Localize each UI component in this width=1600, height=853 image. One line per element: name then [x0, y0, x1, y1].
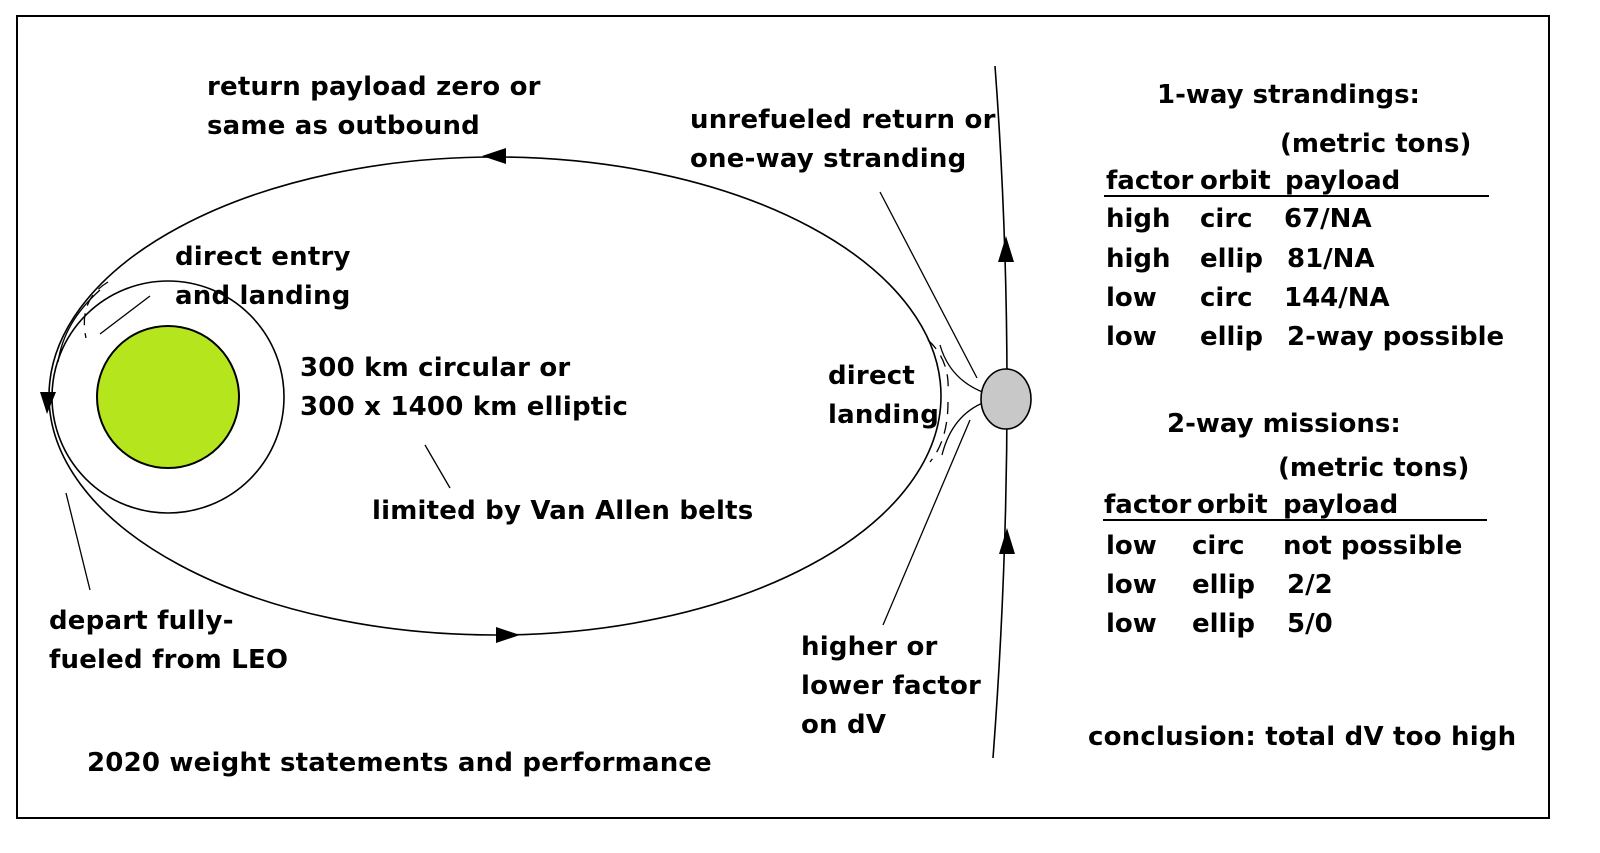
footer-caption: 2020 weight statements and performance [87, 748, 712, 778]
strandings-row-4-orbit: ellip [1200, 322, 1263, 352]
missions-col-orbit: orbit [1197, 490, 1268, 520]
missions-units: (metric tons) [1278, 453, 1470, 483]
missions-row-1-factor: low [1106, 531, 1157, 561]
direct-entry-line-1: direct entry [175, 242, 351, 272]
strandings-row-4-factor: low [1106, 322, 1157, 352]
strandings-col-factor: factor [1106, 166, 1194, 196]
strandings-col-orbit: orbit [1200, 166, 1271, 196]
direct-entry-dashed-arc [83, 281, 109, 339]
moon-approach-line-upper [939, 344, 986, 394]
return-payload-label: return payload zero or same as outbound [207, 68, 541, 146]
direct-entry-line-2: and landing [175, 281, 351, 311]
leader-unrefueled [879, 191, 978, 379]
van-allen-label: limited by Van Allen belts [372, 496, 754, 526]
strandings-col-payload: payload [1285, 166, 1401, 196]
direct-landing-line-1: direct [828, 361, 916, 391]
unrefueled-label: unrefueled return or one-way stranding [690, 101, 996, 179]
depart-label: depart fully- fueled from LEO [49, 602, 288, 680]
higher-lower-line-1: higher or [801, 632, 938, 662]
leo-orbit-line-2: 300 x 1400 km elliptic [300, 392, 629, 422]
strandings-row-2-payload: 81/NA [1287, 244, 1375, 274]
strandings-row-3-factor: low [1106, 283, 1157, 313]
missions-row-2-orbit: ellip [1192, 570, 1255, 600]
depart-line-1: depart fully- [49, 606, 234, 636]
direct-entry-label: direct entry and landing [175, 238, 351, 316]
missions-header-rule [1103, 519, 1487, 521]
missions-col-payload: payload [1283, 490, 1399, 520]
return-payload-line-1: return payload zero or [207, 72, 541, 102]
missions-title: 2-way missions: [1167, 409, 1401, 439]
earth-circle [96, 325, 240, 469]
strandings-row-1-payload: 67/NA [1284, 204, 1372, 234]
strandings-row-4-payload: 2-way possible [1287, 322, 1505, 352]
higher-lower-label: higher or lower factor on dV [801, 628, 981, 745]
strandings-row-3-payload: 144/NA [1284, 283, 1390, 313]
strandings-row-2-orbit: ellip [1200, 244, 1263, 274]
higher-lower-line-2: lower factor [801, 671, 982, 701]
direct-landing-dashed-arc-upper [927, 339, 949, 393]
leo-orbit-line-1: 300 km circular or [300, 353, 571, 383]
arrow-ellipse-bottom [496, 627, 520, 643]
higher-lower-line-3: on dV [801, 710, 887, 740]
missions-row-2-payload: 2/2 [1287, 570, 1333, 600]
leader-depart [65, 492, 91, 591]
direct-landing-line-2: landing [828, 400, 940, 430]
missions-col-factor: factor [1104, 490, 1192, 520]
missions-row-1-orbit: circ [1192, 531, 1245, 561]
unrefueled-line-1: unrefueled return or [690, 105, 996, 135]
moon-circle [980, 368, 1032, 430]
direct-entry-solid-arc [57, 289, 101, 363]
moon-approach-line-lower [941, 401, 986, 456]
strandings-units: (metric tons) [1280, 129, 1472, 159]
direct-landing-label: direct landing [828, 357, 939, 435]
missions-row-3-orbit: ellip [1192, 609, 1255, 639]
depart-line-2: fueled from LEO [49, 645, 289, 675]
arrow-moon-upper [998, 236, 1014, 262]
strandings-row-2-factor: high [1106, 244, 1171, 274]
strandings-title: 1-way strandings: [1157, 80, 1420, 110]
arrow-ellipse-top [482, 148, 506, 164]
direct-landing-dashed-arc-lower [929, 401, 949, 463]
missions-row-3-factor: low [1106, 609, 1157, 639]
missions-row-1-payload: not possible [1283, 531, 1463, 561]
missions-row-3-payload: 5/0 [1287, 609, 1333, 639]
strandings-row-3-orbit: circ [1200, 283, 1253, 313]
unrefueled-line-2: one-way stranding [690, 144, 967, 174]
conclusion-text: conclusion: total dV too high [1088, 722, 1517, 752]
leo-orbit-label: 300 km circular or 300 x 1400 km ellipti… [300, 349, 628, 427]
strandings-header-rule [1104, 195, 1489, 197]
strandings-row-1-orbit: circ [1200, 204, 1253, 234]
return-payload-line-2: same as outbound [207, 111, 480, 141]
leader-higher-lower [882, 419, 971, 626]
leader-direct-entry [99, 295, 151, 335]
arrow-moon-lower [999, 528, 1015, 554]
diagram-frame [16, 15, 1550, 819]
leader-van-allen [424, 444, 451, 489]
arrow-earth-left [40, 392, 56, 414]
strandings-row-1-factor: high [1106, 204, 1171, 234]
missions-row-2-factor: low [1106, 570, 1157, 600]
